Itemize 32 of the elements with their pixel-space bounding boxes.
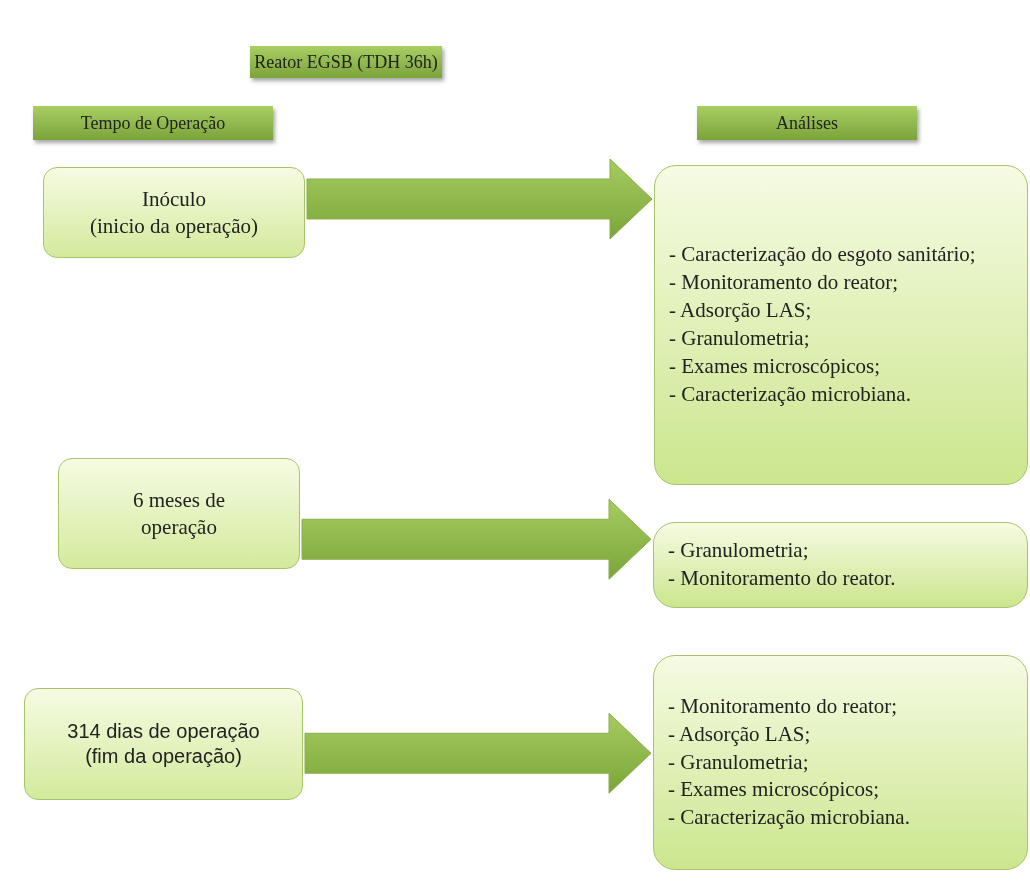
stage-box <box>58 458 300 569</box>
list-item: - Exames microscópicos; <box>669 352 882 380</box>
box-text: (inicio da operação) <box>90 212 258 239</box>
analysis-box <box>653 655 1028 870</box>
stage-box <box>43 167 305 258</box>
header-banner <box>33 106 273 140</box>
box-text: (fim da operação) <box>85 744 242 769</box>
list-item: - Granulometria; <box>668 537 810 565</box>
box-text: Inóculo <box>141 186 207 213</box>
list-item: - Adsorção LAS; <box>668 720 812 748</box>
list-item: - Caracterização do esgoto sanitário; <box>669 241 977 269</box>
header-text: Reator EGSB (TDH 36h) <box>254 51 438 73</box>
list-item: - Monitoramento do reator. <box>668 565 897 592</box>
list-item: - Exames microscópicos; <box>668 776 881 804</box>
list-item: - Monitoramento do reator; <box>668 692 899 720</box>
analysis-box <box>654 165 1028 485</box>
stage-box <box>24 688 303 800</box>
header-banner <box>697 106 917 140</box>
block-arrow <box>304 712 652 794</box>
header-text: Análises <box>776 112 838 134</box>
list-item: - Monitoramento do reator; <box>669 269 900 297</box>
box-text: 6 meses de operação <box>131 487 227 540</box>
header-text: Tempo de Operação <box>80 112 226 134</box>
list-item: - Adsorção LAS; <box>669 297 813 325</box>
list-item: - Caracterização microbiana. <box>668 804 911 832</box>
list-item: - Caracterização microbiana. <box>669 380 912 408</box>
list-item: - Granulometria; <box>668 748 810 776</box>
analysis-box <box>653 522 1028 608</box>
block-arrow <box>306 158 653 240</box>
list-item: - Granulometria; <box>669 325 811 352</box>
block-arrow <box>301 498 652 580</box>
box-text: 314 dias de operação <box>67 719 260 744</box>
